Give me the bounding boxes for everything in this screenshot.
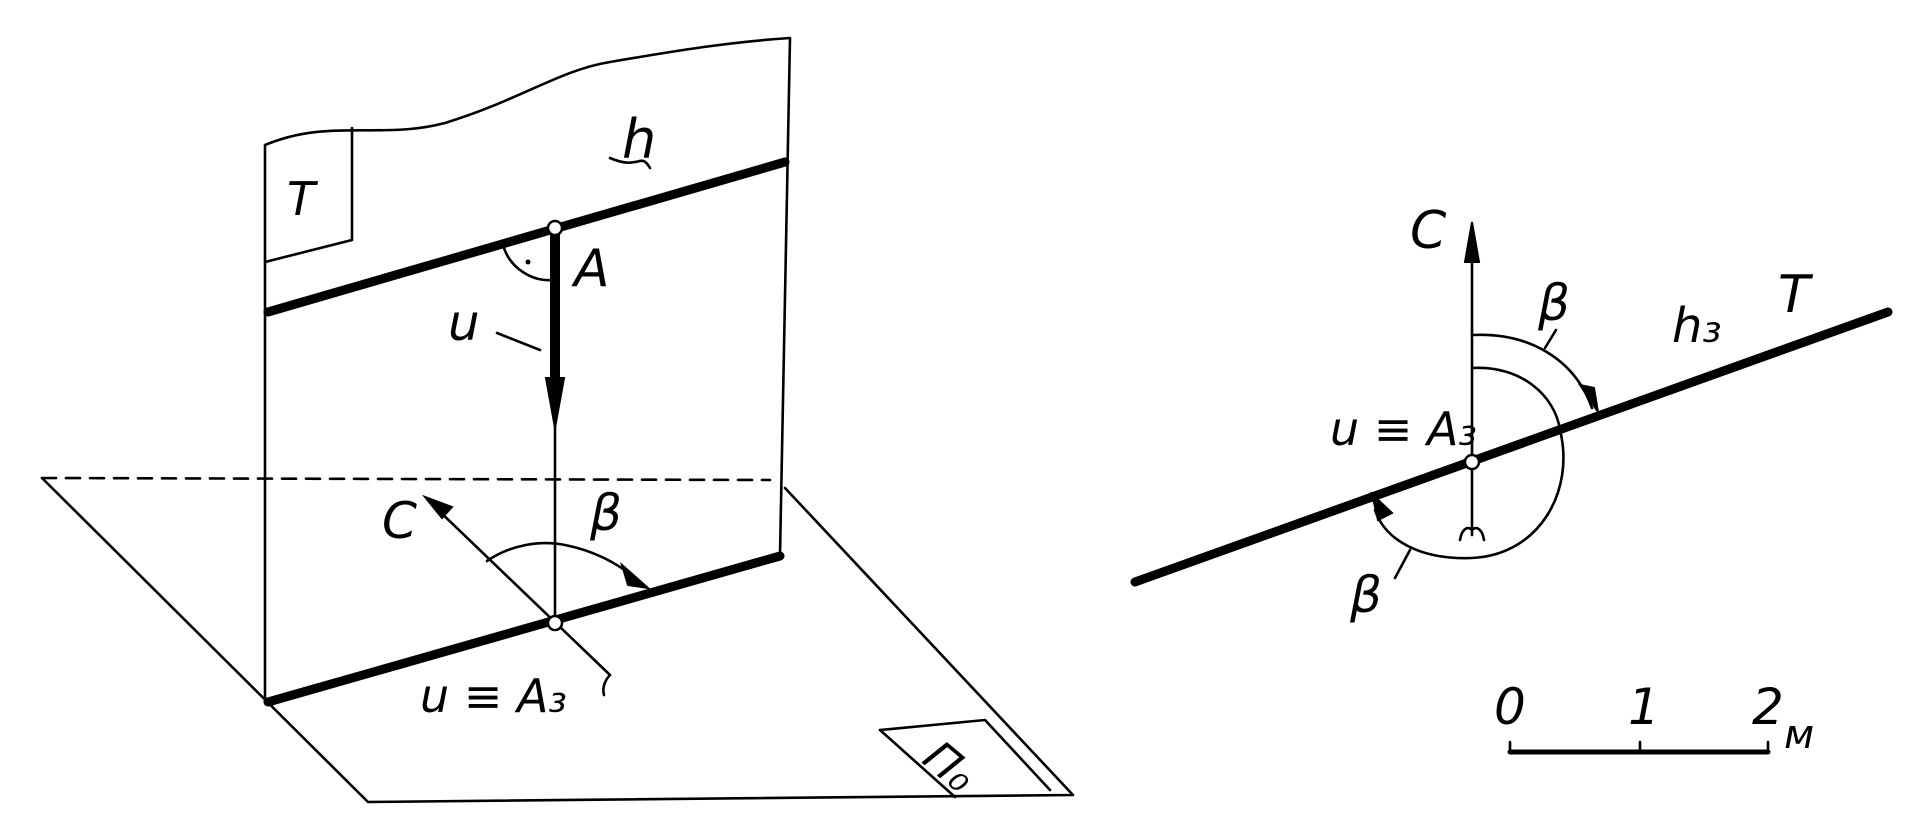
base-plane-label-frame: [878, 718, 1052, 799]
scale-tick-1: 1: [1628, 678, 1660, 736]
scale-tick-0: 0: [1494, 678, 1526, 736]
angle-top-arc: [1470, 333, 1594, 410]
vertical-u-label: u: [448, 294, 480, 352]
angle-inner-arc: [1470, 366, 1562, 432]
plane-label-frame: [263, 126, 354, 264]
direction-c-vertical-arrowhead: [1463, 221, 1481, 263]
point-A-label: A: [571, 239, 610, 299]
right-figure: C β β h₃ T u ≡ A₃: [1130, 201, 1893, 624]
direction-c-tail: [602, 673, 612, 697]
trace-line: [263, 551, 785, 707]
line-h3: [1130, 307, 1893, 587]
base-plane-label: Π₀: [913, 731, 985, 803]
angle-bottom-label: β: [1349, 566, 1382, 624]
trace-label: u ≡ A₃: [420, 669, 567, 723]
direction-c-arrowhead: [421, 494, 454, 520]
line-h: [263, 157, 790, 317]
direction-c-line: [433, 505, 612, 677]
direction-c-vertical-label: C: [1410, 201, 1447, 261]
vertical-plane-outline: [263, 36, 792, 702]
point-A: [546, 219, 564, 237]
plane-T-label: T: [1778, 265, 1814, 325]
scale-unit: м: [1784, 712, 1814, 758]
angle-beta-label: β: [589, 484, 622, 542]
left-figure: T h u A C β u ≡ A₃ Π₀: [40, 36, 1075, 804]
right-angle-dot: [525, 259, 531, 265]
angle-bottom-arc: [1373, 428, 1565, 560]
line-h3-label: h₃: [1672, 298, 1722, 354]
scale-bar: 0 1 2 м: [1494, 678, 1814, 758]
scale-bar-ticks: [1508, 740, 1770, 754]
point-A3-right: [1463, 453, 1481, 471]
vertical-u-arrowhead: [544, 377, 566, 429]
point-A3: [546, 614, 564, 632]
line-h-leader: [608, 156, 652, 170]
base-plane-outline: [40, 476, 1075, 804]
angle-bottom-arrowhead: [1370, 490, 1394, 522]
angle-top-arrowhead: [1577, 383, 1599, 413]
angle-top-leader: [1543, 328, 1558, 350]
direction-c-tail-mark: [1458, 526, 1486, 542]
scale-tick-2: 2: [1752, 678, 1784, 736]
angle-bottom-leader: [1393, 548, 1412, 580]
angle-top-label: β: [1537, 274, 1570, 332]
point-A3-right-label: u ≡ A₃: [1330, 402, 1477, 456]
angle-beta-arrowhead: [620, 561, 652, 590]
base-plane-hidden-edge: [40, 476, 772, 482]
line-h-label: h: [622, 108, 656, 171]
plane-label: T: [287, 172, 319, 226]
direction-c-label: C: [382, 492, 417, 550]
vertical-u-leader: [495, 331, 542, 352]
right-angle-arc: [501, 243, 554, 282]
